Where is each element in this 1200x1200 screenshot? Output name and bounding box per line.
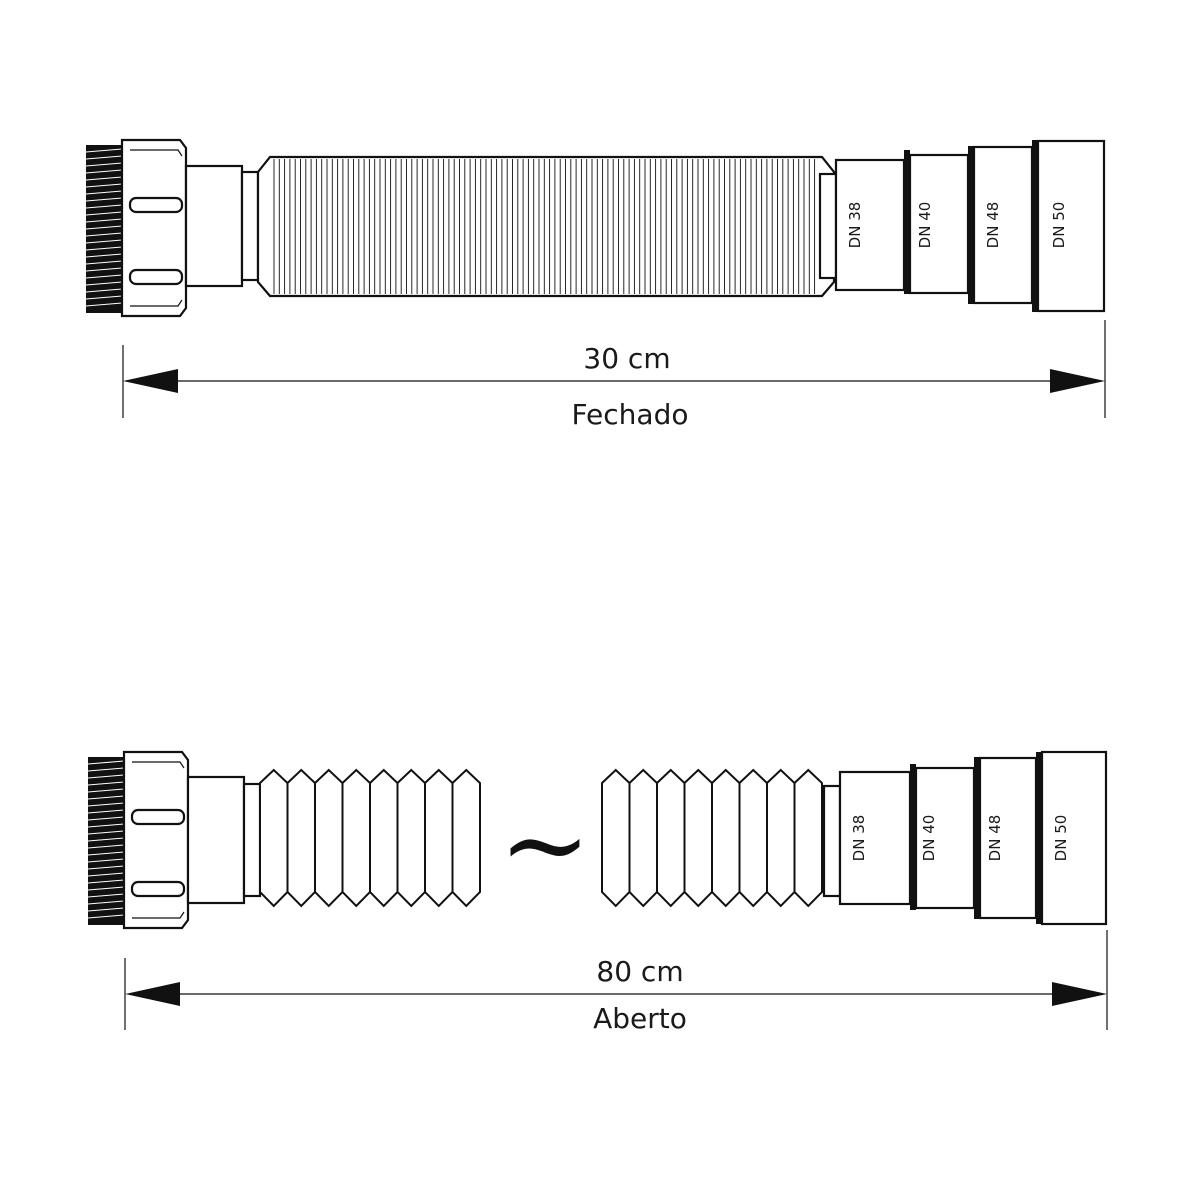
open-sleeve-collar (242, 782, 262, 898)
closed-dn50-label: DN 50 (1050, 202, 1068, 249)
closed-dimension: 30 cm Fechado (122, 320, 1106, 431)
open-hose-assembly: ~ DN 38 DN 40 DN 48 DN 50 (87, 750, 1108, 930)
break-symbol: ~ (499, 780, 591, 908)
closed-threaded-end (85, 145, 123, 313)
bellows-segment (656, 768, 686, 908)
closed-nut (120, 138, 188, 318)
open-arrow-right (1052, 982, 1107, 1006)
closed-state-label: Fechado (571, 398, 688, 431)
open-dimension: 80 cm Aberto (124, 930, 1108, 1035)
bellows-segment (314, 768, 344, 908)
closed-dn38-label: DN 38 (846, 202, 864, 249)
closed-length-label: 30 cm (583, 342, 670, 375)
bellows-segment (451, 768, 481, 908)
open-arrow-left (125, 982, 180, 1006)
open-dn48-label: DN 48 (986, 815, 1004, 862)
open-threaded-end (87, 757, 125, 925)
bellows-segment (369, 768, 399, 908)
bellows-segment (738, 768, 768, 908)
closed-sleeve (184, 164, 244, 288)
closed-dn48-label: DN 48 (984, 202, 1002, 249)
open-dn50-label: DN 50 (1052, 815, 1070, 862)
open-adapter-dn38: DN 38 (822, 770, 912, 906)
open-nut (122, 750, 190, 930)
open-bellows-left (259, 768, 481, 908)
closed-arrow-right (1050, 369, 1105, 393)
bellows-segment (601, 768, 631, 908)
open-length-label: 80 cm (596, 955, 683, 988)
bellows-segment (766, 768, 796, 908)
bellows-segment (683, 768, 713, 908)
bellows-segment (341, 768, 371, 908)
open-adapter-dn48: DN 48 (974, 756, 1038, 920)
bellows-segment (286, 768, 316, 908)
closed-adapter-dn38: DN 38 (818, 158, 906, 292)
open-adapter-dn40: DN 40 (910, 764, 976, 910)
open-state-label: Aberto (593, 1002, 687, 1035)
open-dn38-label: DN 38 (850, 815, 868, 862)
open-dn40-label: DN 40 (920, 815, 938, 862)
bellows-segment (396, 768, 426, 908)
closed-adapter-dn48: DN 48 (968, 145, 1034, 305)
open-adapter-dn50: DN 50 (1036, 750, 1108, 926)
closed-corrugated-hose (256, 155, 836, 298)
bellows-segment (628, 768, 658, 908)
bellows-segment (424, 768, 454, 908)
open-sleeve (186, 775, 246, 905)
closed-dn40-label: DN 40 (916, 202, 934, 249)
closed-sleeve-collar (240, 170, 260, 282)
bellows-segment (793, 768, 823, 908)
closed-adapter-dn50: DN 50 (1032, 139, 1106, 313)
bellows-segment (711, 768, 741, 908)
closed-arrow-left (123, 369, 178, 393)
bellows-segment (259, 768, 289, 908)
open-bellows-right (601, 768, 823, 908)
closed-adapter-dn40: DN 40 (904, 150, 970, 295)
closed-hose-assembly: DN 38 DN 40 DN 48 DN 50 (85, 138, 1106, 318)
